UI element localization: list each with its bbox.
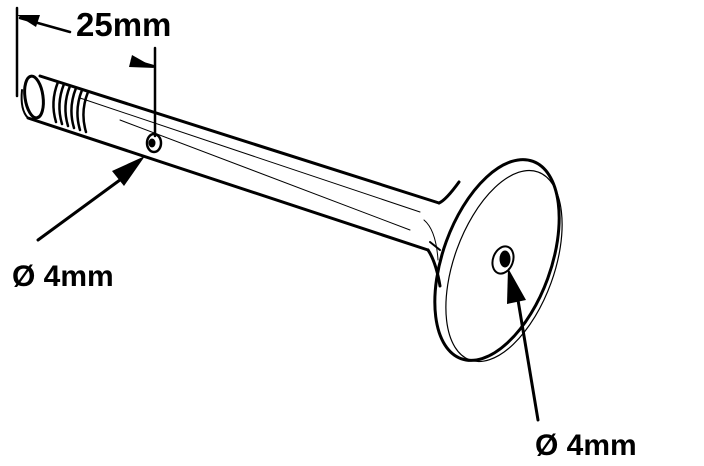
- valve-stem: [26, 74, 461, 288]
- stem-end: [20, 74, 45, 120]
- valve-head: [433, 158, 563, 363]
- dimension-arrow-left: [17, 15, 40, 27]
- dimension-arrow-right: [129, 55, 155, 68]
- keeper-grooves: [52, 80, 90, 134]
- leader-arrow-head: [507, 268, 540, 422]
- offset-label: 25mm: [76, 6, 171, 43]
- stem-hole-label: Ø 4mm: [12, 260, 114, 293]
- head-hole: [491, 245, 515, 275]
- leader-arrow-stem: [36, 156, 145, 242]
- head-hole-label: Ø 4mm: [535, 429, 637, 462]
